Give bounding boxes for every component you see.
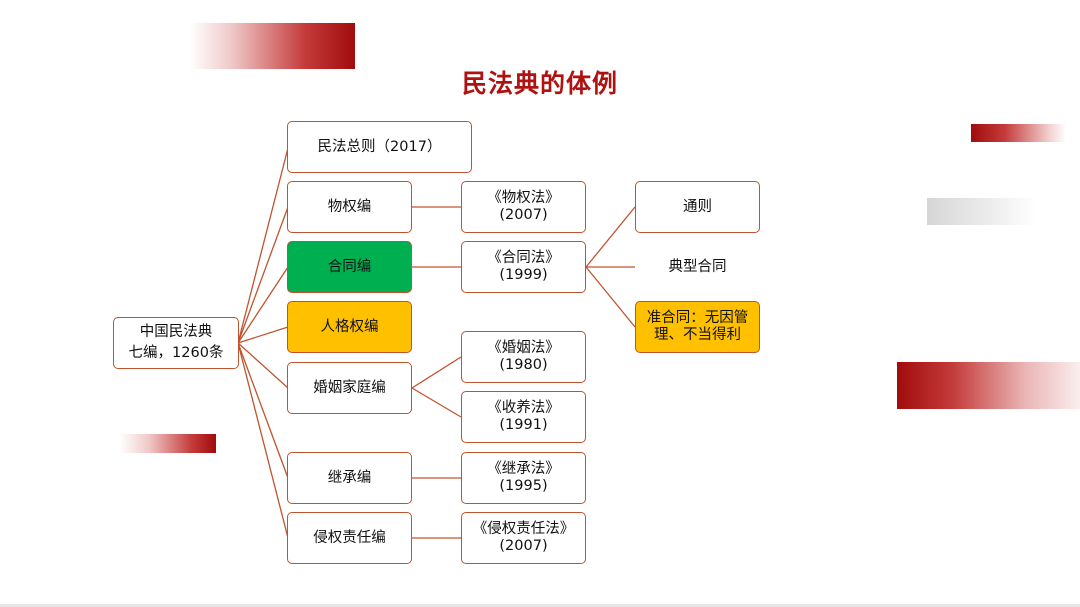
book-node-succession: 继承编 — [287, 452, 412, 504]
law-name: 《物权法》 — [487, 190, 560, 206]
law-name: 《婚姻法》 — [487, 340, 560, 356]
connector-root-book-1 — [237, 147, 289, 344]
contract-part-line1: 准合同：无因管 — [646, 310, 749, 326]
connector-book-law-4 — [411, 387, 462, 418]
book-label: 物权编 — [327, 198, 372, 215]
decor-bar-mid-left — [120, 434, 216, 453]
connector-contract-part-1 — [585, 206, 636, 268]
book-node-contract: 合同编 — [287, 241, 412, 293]
law-node-marriage-law: 《婚姻法》 (1980) — [461, 331, 586, 383]
book-node-marriage-family: 婚姻家庭编 — [287, 362, 412, 414]
contract-part-line2: 理、不当得利 — [654, 327, 741, 343]
contract-part-typical-contracts: 典型合同 — [635, 241, 760, 293]
law-year: (1995) — [499, 478, 548, 494]
law-node-tort-law: 《侵权责任法》 (2007) — [461, 512, 586, 564]
connector-root-book-6 — [237, 342, 289, 479]
root-line1: 中国民法典 — [139, 324, 213, 340]
book-label: 侵权责任编 — [313, 529, 386, 546]
book-label: 婚姻家庭编 — [313, 379, 386, 396]
connector-contract-part-3 — [585, 266, 636, 328]
law-node-adoption-law: 《收养法》 (1991) — [461, 391, 586, 443]
slide-title: 民法典的体例 — [461, 69, 618, 98]
law-node-contract-law: 《合同法》 (1999) — [461, 241, 586, 293]
law-name: 《侵权责任法》 — [472, 521, 575, 537]
book-label: 民法总则（2017） — [317, 138, 442, 155]
decor-bar-top-right — [971, 124, 1066, 142]
book-label: 人格权编 — [320, 318, 379, 335]
connector-book-law-3 — [411, 356, 462, 389]
decor-bar-top-left — [190, 23, 355, 69]
decor-bar-gray-right — [927, 198, 1037, 225]
contract-part-quasi-contracts: 准合同：无因管 理、不当得利 — [635, 301, 760, 353]
law-year: (2007) — [499, 207, 548, 223]
root-node: 中国民法典 七编，1260条 — [113, 317, 239, 369]
decor-bar-mid-right — [897, 362, 1080, 409]
law-year: (1991) — [499, 417, 548, 433]
law-name: 《收养法》 — [487, 400, 560, 416]
law-year: (1999) — [499, 267, 548, 283]
law-node-property-law: 《物权法》 (2007) — [461, 181, 586, 233]
contract-part-general-rules: 通则 — [635, 181, 760, 233]
law-node-succession-law: 《继承法》 (1995) — [461, 452, 586, 504]
contract-part-label: 通则 — [683, 198, 712, 215]
book-node-personality-rights: 人格权编 — [287, 301, 412, 353]
law-year: (1980) — [499, 357, 548, 373]
connector-root-book-5 — [237, 342, 289, 389]
connector-root-book-7 — [237, 342, 289, 539]
book-label: 合同编 — [327, 258, 372, 275]
slide-bottom-line — [0, 604, 1080, 607]
connector-root-book-2 — [237, 206, 289, 344]
book-label: 继承编 — [327, 469, 372, 486]
law-name: 《继承法》 — [487, 461, 560, 477]
book-node-property: 物权编 — [287, 181, 412, 233]
contract-part-label: 典型合同 — [668, 258, 727, 275]
law-year: (2007) — [499, 538, 548, 554]
law-name: 《合同法》 — [487, 250, 560, 266]
connector-root-book-4 — [237, 326, 289, 344]
book-node-general-provisions: 民法总则（2017） — [287, 121, 472, 173]
book-node-tort: 侵权责任编 — [287, 512, 412, 564]
connector-root-book-3 — [237, 266, 289, 344]
root-line2: 七编，1260条 — [128, 345, 224, 361]
